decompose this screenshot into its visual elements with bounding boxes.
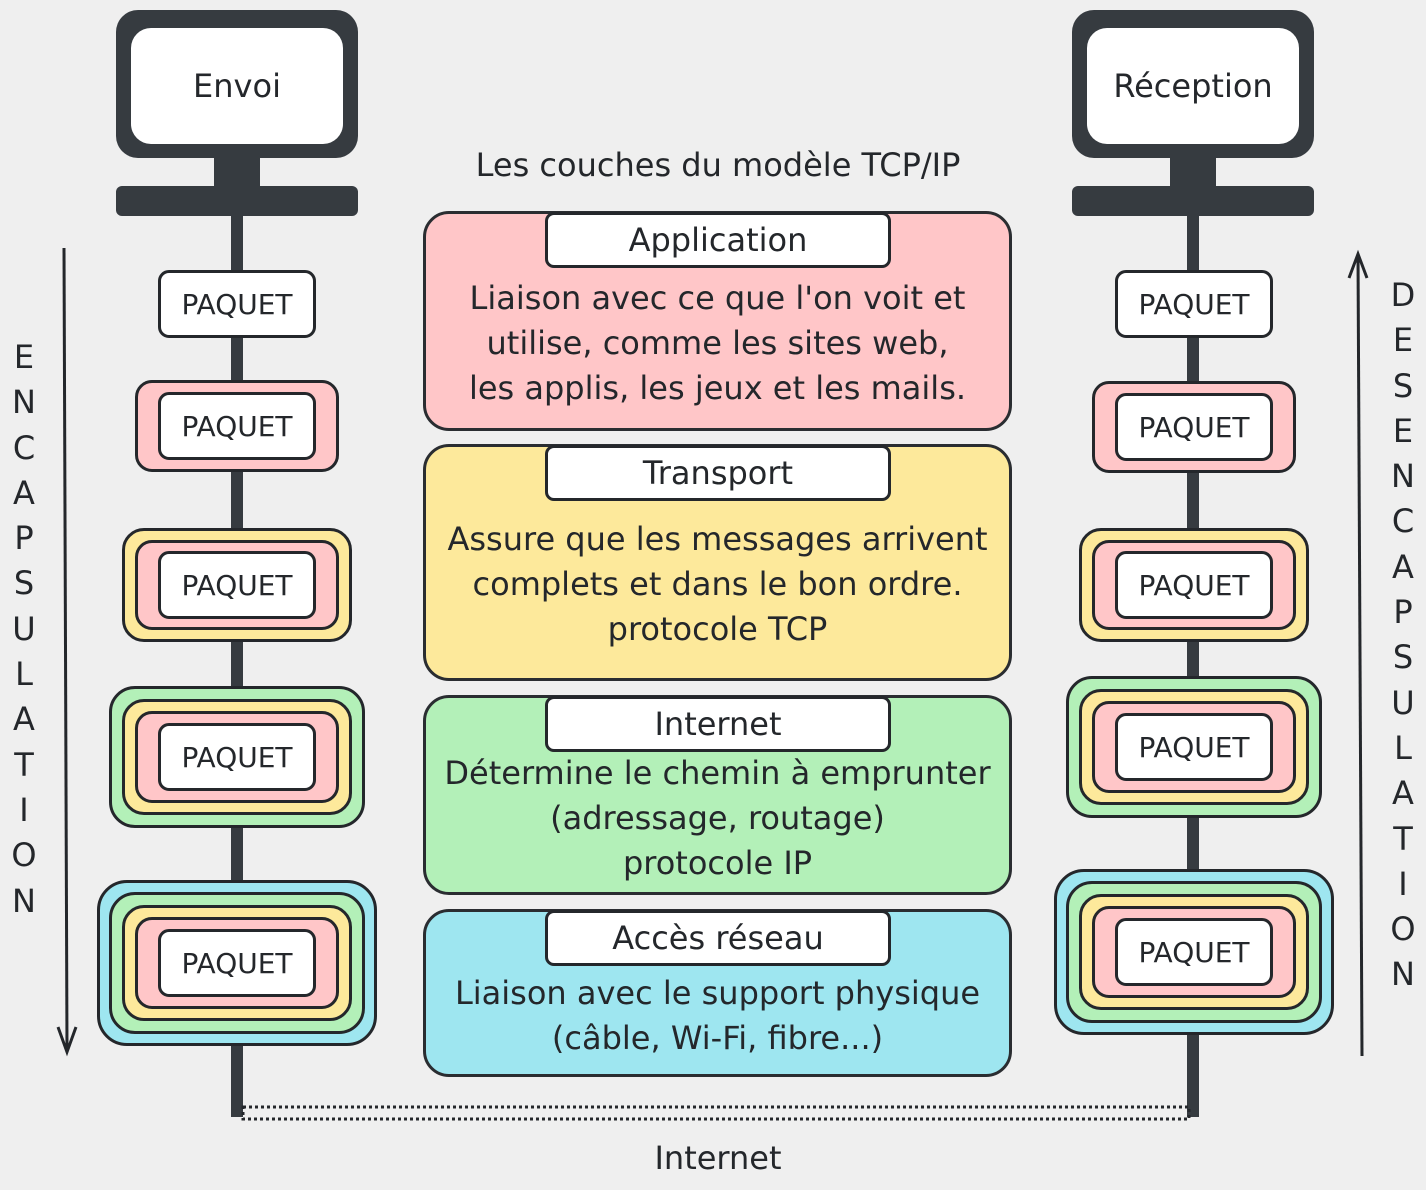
layer-application-line-3: les applis, les jeux et les mails. <box>468 369 967 407</box>
receiver-packet-2: PAQUET <box>1115 393 1273 461</box>
encapsulation-letter: U <box>12 609 36 648</box>
desencapsulation-letter: S <box>1392 638 1414 677</box>
receiver-packet-3: PAQUET <box>1115 551 1273 619</box>
encapsulation-letter: T <box>14 745 34 784</box>
network-label: Internet <box>654 1139 782 1177</box>
layer-network-access-line-1: Liaison avec le support physique <box>454 974 981 1012</box>
network-link <box>241 1105 1191 1121</box>
layer-network-access-line-2: (câble, Wi-Fi, fibre...) <box>551 1019 884 1057</box>
layer-application-line-1: Liaison avec ce que l'on voit et <box>469 279 966 317</box>
desencapsulation-letter: N <box>1391 955 1415 994</box>
encapsulation-letter: L <box>15 655 33 694</box>
sender-stand <box>214 156 260 190</box>
encapsulation-letter: C <box>12 428 36 467</box>
layer-transport-description: Assure que les messages arrivent complet… <box>423 517 1012 652</box>
diagram-title: Les couches du modèle TCP/IP <box>475 146 961 184</box>
layer-application-description: Liaison avec ce que l'on voit et utilise… <box>423 276 1012 411</box>
encapsulation-letter: N <box>12 881 36 920</box>
layer-application-line-2: utilise, comme les sites web, <box>486 324 949 362</box>
sender-base <box>116 186 358 216</box>
encapsulation-arrow <box>56 247 78 1057</box>
desencapsulation-letter: T <box>1393 819 1413 858</box>
layer-application-title: Application <box>545 212 891 268</box>
desencapsulation-letter: A <box>1392 547 1414 586</box>
sender-label: Envoi <box>131 28 343 144</box>
desencapsulation-letter: P <box>1393 593 1413 632</box>
encapsulation-letter: O <box>11 836 37 875</box>
layer-internet-line-1: Détermine le chemin à emprunter <box>444 754 991 792</box>
layer-transport-title: Transport <box>545 445 891 501</box>
receiver-packet-4: PAQUET <box>1115 713 1273 781</box>
layer-internet-title: Internet <box>545 696 891 752</box>
sender-packet-3: PAQUET <box>158 551 316 619</box>
receiver-base <box>1072 186 1314 216</box>
encapsulation-letter: E <box>13 338 35 376</box>
receiver-packet-5: PAQUET <box>1115 918 1273 986</box>
encapsulation-letter: N <box>12 383 36 422</box>
sender-packet-2: PAQUET <box>158 392 316 460</box>
desencapsulation-letter: C <box>1391 502 1415 541</box>
desencapsulation-letter: U <box>1391 683 1415 722</box>
layer-internet-line-3: protocole IP <box>622 844 813 882</box>
desencapsulation-letter: S <box>1392 366 1414 405</box>
layer-internet-description: Détermine le chemin à emprunter (adressa… <box>423 751 1012 886</box>
layer-transport-line-2: complets et dans le bon ordre. <box>472 565 963 603</box>
desencapsulation-letter: E <box>1392 321 1414 360</box>
layer-internet-line-2: (adressage, routage) <box>550 799 885 837</box>
sender-packet-1: PAQUET <box>158 270 316 338</box>
desencapsulation-letter: E <box>1392 411 1414 450</box>
encapsulation-letter: S <box>13 564 35 603</box>
desencapsulation-letter: A <box>1392 774 1414 813</box>
encapsulation-letter: I <box>19 790 29 829</box>
layer-network-access-description: Liaison avec le support physique (câble,… <box>423 971 1012 1061</box>
desencapsulation-arrow <box>1347 249 1369 1057</box>
desencapsulation-letter: N <box>1391 457 1415 496</box>
layer-transport-line-1: Assure que les messages arrivent <box>447 520 988 558</box>
desencapsulation-letter: O <box>1390 910 1416 949</box>
sender-packet-4: PAQUET <box>158 723 316 791</box>
receiver-packet-1: PAQUET <box>1115 270 1273 338</box>
layer-transport-line-3: protocole TCP <box>607 610 828 648</box>
sender-packet-5: PAQUET <box>158 929 316 997</box>
encapsulation-letter: A <box>13 473 35 512</box>
encapsulation-letter: A <box>13 700 35 739</box>
desencapsulation-letter: D <box>1390 276 1416 314</box>
receiver-stand <box>1170 156 1216 190</box>
receiver-label: Réception <box>1087 28 1299 144</box>
layer-application-panel <box>423 211 1012 431</box>
encapsulation-letter: P <box>14 519 34 558</box>
layer-network-access-title: Accès réseau <box>545 910 891 966</box>
desencapsulation-letter: L <box>1394 728 1412 767</box>
desencapsulation-letter: I <box>1398 864 1408 903</box>
